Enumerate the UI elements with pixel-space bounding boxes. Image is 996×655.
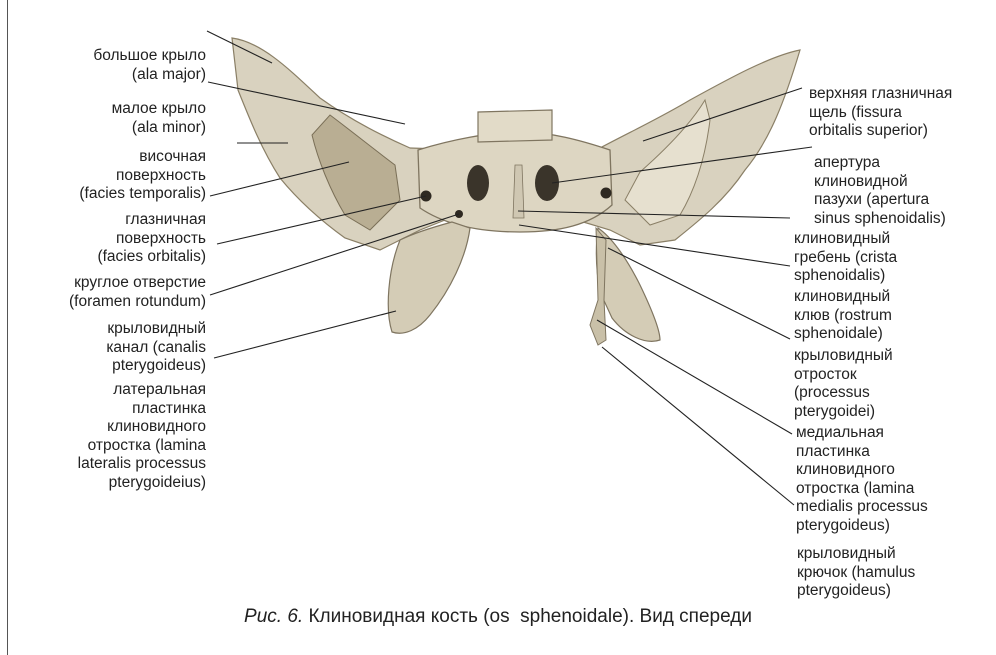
figure-title: Клиновидная кость (os sphenoidale). Вид … <box>308 606 751 627</box>
sphenoid-crest <box>513 165 524 218</box>
figure-number: Рис. 6. <box>244 606 303 627</box>
right-medial-plate <box>590 228 606 345</box>
sinus-aperture-left <box>467 165 489 201</box>
figure-caption: Рис. 6. Клиновидная кость (os sphenoidal… <box>0 606 996 628</box>
dorsum-sellae <box>478 110 552 142</box>
foramen-rotundum-right <box>601 188 612 199</box>
sphenoid-bone <box>232 38 800 345</box>
